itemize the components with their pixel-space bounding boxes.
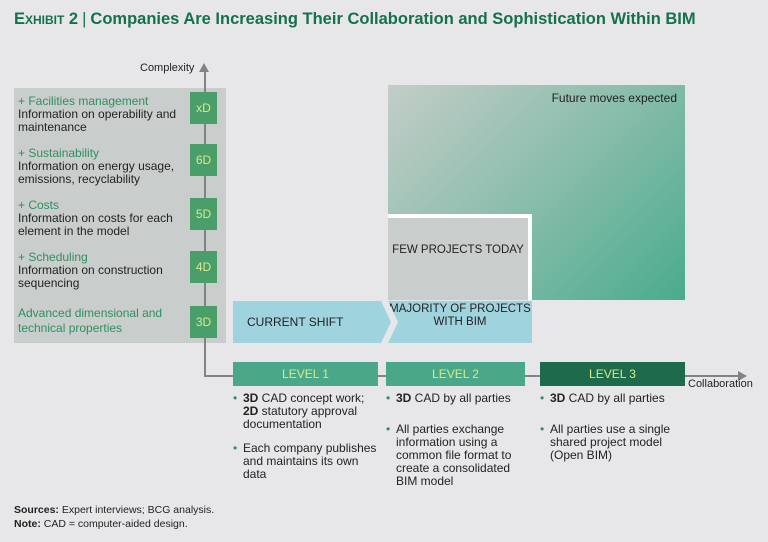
arrow-right-icon: [738, 371, 747, 381]
y-axis-label: Complexity: [140, 62, 195, 74]
dimension-desc: Information on construction sequencing: [18, 263, 163, 290]
few-projects-box: FEW PROJECTS TODAY: [388, 214, 532, 300]
x-axis-label: Collaboration: [688, 378, 753, 390]
bullet: All parties exchange information using a…: [386, 423, 528, 488]
level-3: LEVEL 3: [540, 362, 685, 386]
dimension-heading: + Sustainability: [18, 146, 100, 160]
level-2: LEVEL 2: [386, 362, 525, 386]
dimension-desc: Information on energy usage, emissions, …: [18, 159, 175, 186]
level-2-bullets: 3D CAD by all parties All parties exchan…: [386, 392, 528, 499]
badge-4d: 4D: [190, 251, 217, 283]
bullet: 3D CAD concept work; 2D statutory approv…: [233, 392, 383, 431]
bullet: Each company publishes and maintains its…: [233, 442, 383, 481]
dimension-heading: Advanced dimensional and technical prope…: [18, 306, 163, 335]
level-3-bullets: 3D CAD by all parties All parties use a …: [540, 392, 680, 473]
dimension-3d: Advanced dimensional and technical prope…: [18, 306, 168, 336]
badge-xd: xD: [190, 92, 217, 124]
title-text: Companies Are Increasing Their Collabora…: [90, 10, 696, 28]
dimension-desc: Information on costs for each element in…: [18, 211, 173, 238]
arrow-up-icon: [199, 63, 209, 72]
level-1: LEVEL 1: [233, 362, 378, 386]
exhibit-number: Exhibit 2: [14, 10, 79, 28]
dimension-desc: Information on operability and maintenan…: [18, 107, 177, 134]
dimension-heading: + Facilities management: [18, 94, 149, 108]
badge-3d: 3D: [190, 306, 217, 338]
level-1-bullets: 3D CAD concept work; 2D statutory approv…: [233, 392, 383, 492]
sources: Sources: Expert interviews; BCG analysis…: [14, 504, 215, 516]
dimension-heading: + Costs: [18, 198, 60, 212]
majority-projects-box: MAJORITY OF PROJECTS WITH BIM: [388, 301, 532, 343]
dimension-heading: + Scheduling: [18, 250, 88, 264]
exhibit-title: Exhibit 2|Companies Are Increasing Their…: [14, 10, 696, 28]
bullet: 3D CAD by all parties: [540, 392, 680, 406]
badge-5d: 5D: [190, 198, 217, 230]
future-label: Future moves expected: [551, 91, 677, 105]
bullet: 3D CAD by all parties: [386, 392, 528, 406]
badge-6d: 6D: [190, 144, 217, 176]
current-shift-arrow: CURRENT SHIFT: [233, 301, 391, 343]
bullet: All parties use a single shared project …: [540, 423, 680, 462]
note: Note: CAD = computer-aided design.: [14, 518, 188, 530]
